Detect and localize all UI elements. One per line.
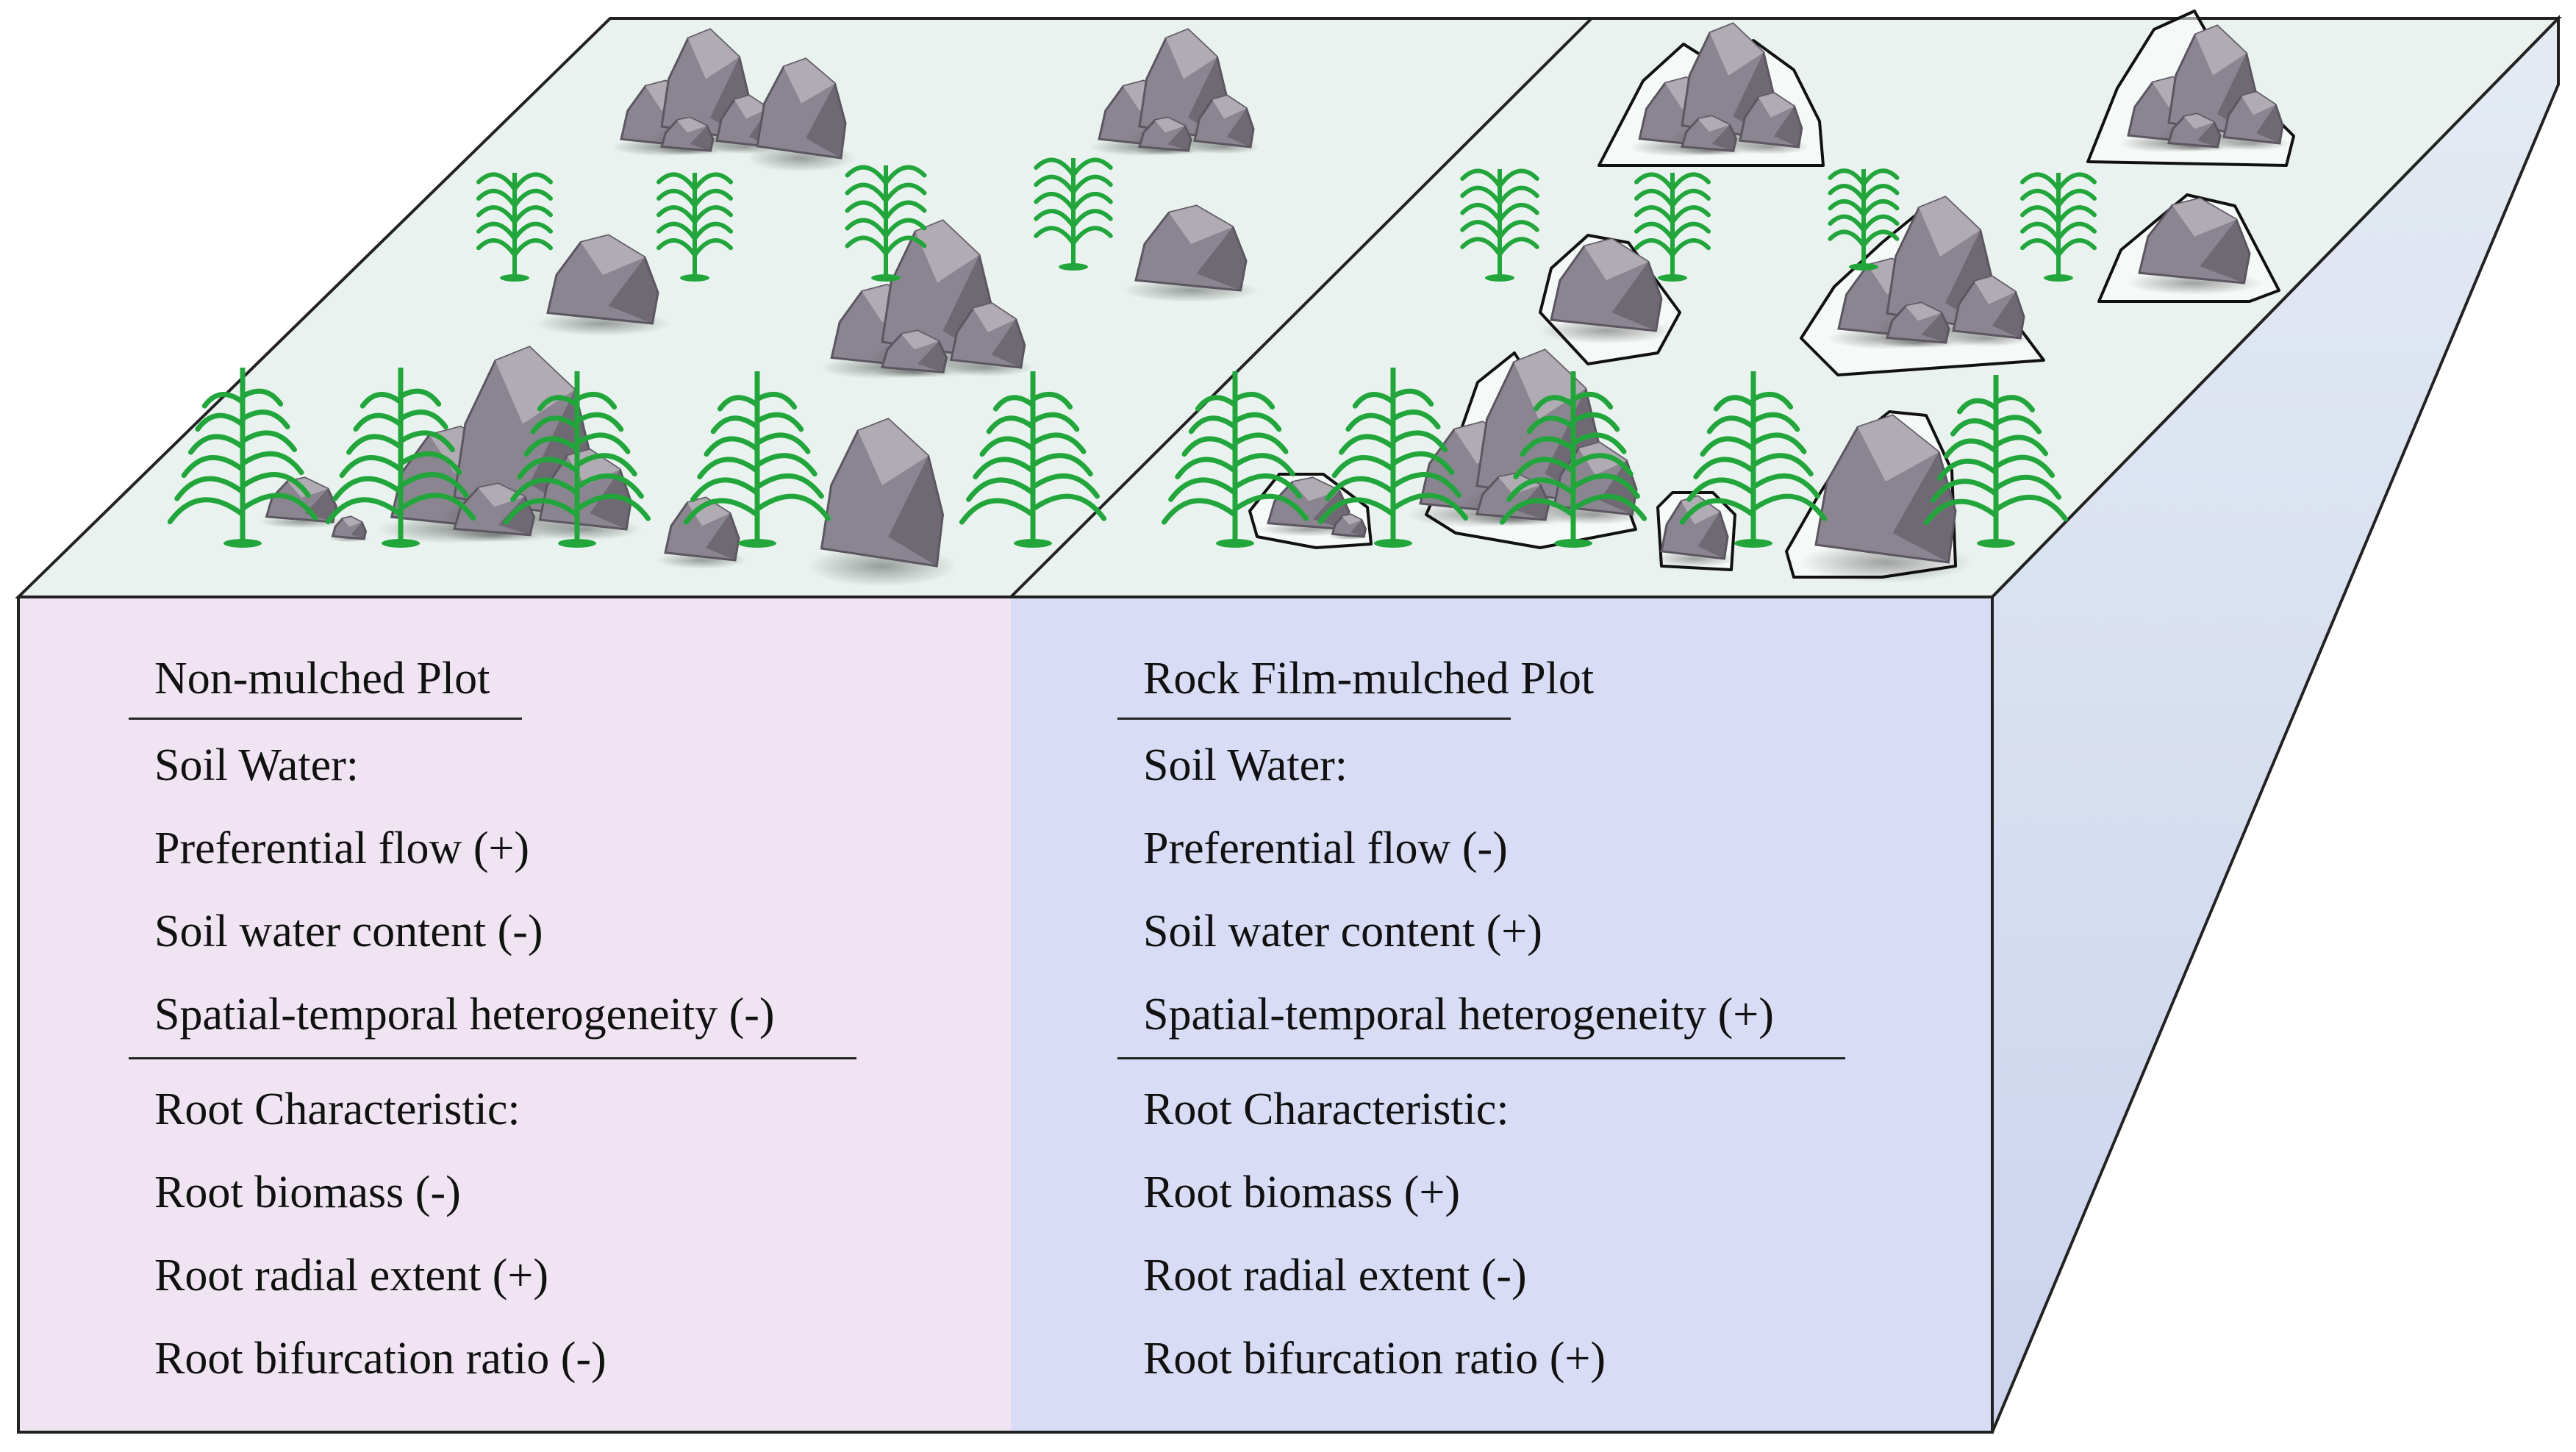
seedling: [1828, 168, 1900, 271]
rock-cluster: [1089, 28, 1261, 157]
rock-cluster: [1629, 22, 1809, 157]
rock: [2126, 197, 2263, 296]
left-panel-title: Non-mulched Plot: [154, 654, 490, 704]
rock: [746, 57, 856, 172]
right-root-item: Root bifurcation ratio (+): [1143, 1334, 1606, 1384]
left-section-divider: [129, 1057, 856, 1059]
rock: [2217, 90, 2290, 151]
rock: [655, 116, 720, 156]
right-title-divider: [1117, 718, 1511, 720]
rock-cluster: [1827, 196, 2033, 350]
rock: [1133, 116, 1198, 156]
seedling: [476, 172, 553, 282]
rock: [806, 418, 958, 587]
maize-plant: [167, 368, 318, 548]
right-panel-title: Rock Film-mulched Plot: [1143, 654, 1595, 704]
front-face-right: [1011, 597, 1992, 1432]
right-soil-item: Preferential flow (-): [1143, 823, 1508, 873]
rock: [1944, 275, 2033, 347]
left-soil-item: Preferential flow (+): [154, 823, 530, 873]
rock: [1879, 301, 1957, 348]
seedling: [845, 165, 927, 282]
maize-plants: [167, 157, 2097, 548]
front-face-outline: [17, 596, 1994, 1434]
left-root-item: Root biomass (-): [154, 1167, 461, 1217]
rock-cluster: [376, 346, 643, 544]
rocks-film-mulched: [1248, 10, 2295, 583]
rock: [329, 515, 370, 543]
right-soil-header: Soil Water:: [1143, 740, 1348, 790]
rock: [1328, 513, 1370, 540]
left-soil-header: Soil Water:: [154, 740, 359, 790]
rock: [656, 496, 748, 569]
left-root-item: Root radial extent (+): [154, 1251, 548, 1301]
maize-plant: [325, 368, 476, 548]
left-title-divider: [129, 718, 522, 720]
seedling: [1634, 172, 1711, 282]
rock-cluster: [2118, 24, 2290, 153]
left-soil-item: Spatial-temporal heterogeneity (-): [154, 990, 775, 1040]
rock: [942, 301, 1034, 377]
seedling: [1460, 168, 1539, 282]
rock: [1123, 204, 1259, 303]
right-root-item: Root biomass (+): [1143, 1167, 1461, 1217]
rock: [444, 482, 544, 543]
right-root-item: Root radial extent (-): [1143, 1251, 1527, 1301]
left-root-item: Root bifurcation ratio (-): [154, 1334, 607, 1384]
rock: [874, 329, 954, 379]
front-face-left: [18, 597, 1011, 1432]
seedling: [2020, 172, 2097, 282]
maize-plant: [503, 371, 651, 548]
maize-plant: [683, 371, 831, 548]
right-root-header: Root Characteristic:: [1143, 1084, 1509, 1134]
maize-plant: [1499, 371, 1647, 548]
maize-plant: [1924, 375, 2068, 548]
rock: [529, 448, 643, 541]
rocks-non-mulched: [258, 28, 1261, 587]
rock: [1538, 237, 1675, 344]
right-soil-item: Soil water content (+): [1143, 906, 1542, 956]
rock-cluster: [611, 28, 783, 157]
rock: [1675, 115, 1743, 156]
rock: [2162, 112, 2227, 152]
rock: [1799, 414, 1972, 583]
maize-plant: [1161, 371, 1309, 548]
maize-plant: [1679, 371, 1828, 548]
seedling: [656, 172, 733, 282]
plot-divider-top: [1009, 17, 1593, 598]
seedling: [1034, 157, 1113, 271]
maize-plant: [959, 371, 1107, 548]
rock: [534, 234, 671, 336]
right-soil-item: Spatial-temporal heterogeneity (+): [1143, 990, 1774, 1040]
rock: [1187, 94, 1261, 154]
left-root-header: Root Characteristic:: [154, 1084, 520, 1134]
right-section-divider: [1117, 1057, 1845, 1059]
maize-plant: [1317, 368, 1469, 548]
rock: [1732, 91, 1809, 155]
left-soil-item: Soil water content (-): [154, 906, 543, 956]
rock-cluster: [819, 219, 1034, 379]
